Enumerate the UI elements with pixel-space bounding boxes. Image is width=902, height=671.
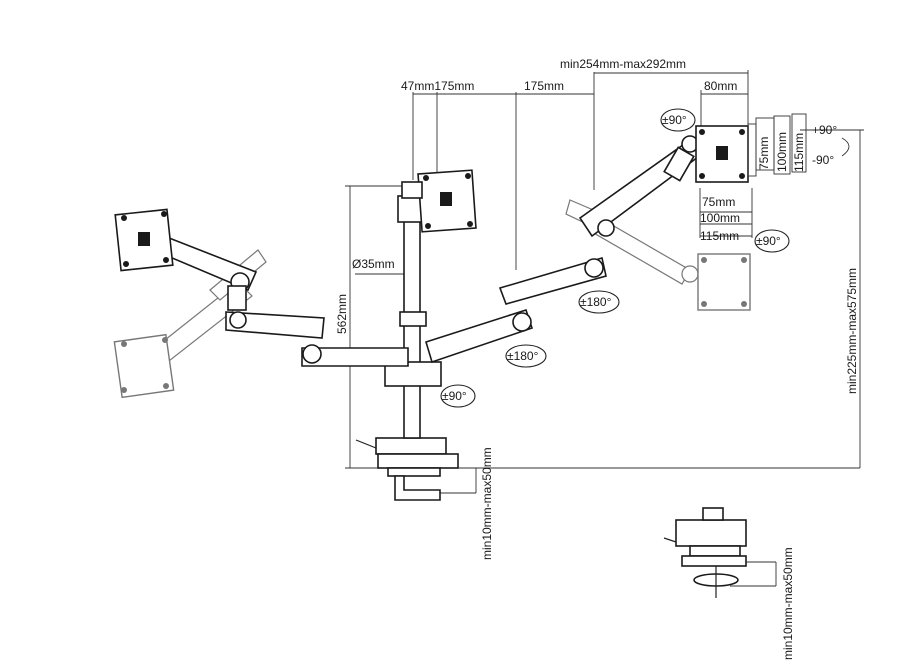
rot-oval-outer: [578, 290, 620, 314]
rot-oval-inner: [505, 344, 547, 368]
label-vesa-h-115: 115mm: [700, 229, 739, 243]
label-clamp-grommet: min10mm-max50mm: [781, 547, 795, 660]
label-base-swivel: ±90°: [442, 389, 467, 403]
label-offset-47-175: 47mm175mm: [401, 79, 474, 93]
right-arm: [425, 135, 704, 364]
label-swivel-plate: ±90°: [756, 234, 781, 248]
label-plate-80: 80mm: [704, 79, 737, 93]
rot-oval-base: [440, 384, 476, 408]
label-vesa-v-75: 75mm: [757, 137, 771, 170]
grommet-mount: [663, 507, 747, 598]
left-monitor-plate: [114, 208, 174, 272]
tilt-arc: [841, 137, 850, 157]
label-height-range: min225mm-max575mm: [845, 268, 859, 394]
label-arm-inner: ±180°: [507, 349, 539, 363]
label-pole-height: 562mm: [335, 294, 349, 334]
label-vesa-h-75: 75mm: [702, 195, 735, 209]
label-arm-outer: ±180°: [580, 295, 612, 309]
desk-clamp: [355, 437, 459, 501]
rot-oval-plate: [754, 229, 790, 253]
label-clamp-main: min10mm-max50mm: [480, 447, 494, 560]
center-monitor-plate: [401, 169, 477, 233]
label-tilt-top: ±90°: [662, 113, 687, 127]
rot-oval-top: [660, 108, 696, 132]
left-arm: [156, 234, 409, 367]
label-arm-175: 175mm: [524, 79, 564, 93]
label-top-range: min254mm-max292mm: [560, 57, 686, 71]
height-range-dimension: [800, 129, 864, 468]
vesa-brackets: [699, 113, 807, 238]
label-vesa-v-100: 100mm: [775, 132, 789, 172]
top-dimension-lines: [412, 70, 749, 270]
label-vesa-h-100: 100mm: [700, 211, 740, 225]
label-tilt-up: +90°: [812, 123, 837, 137]
label-pole-diameter: Ø35mm: [352, 257, 395, 271]
right-monitor-plate: [695, 125, 749, 183]
label-tilt-down: -90°: [812, 153, 834, 167]
label-vesa-v-115: 115mm: [792, 133, 806, 172]
